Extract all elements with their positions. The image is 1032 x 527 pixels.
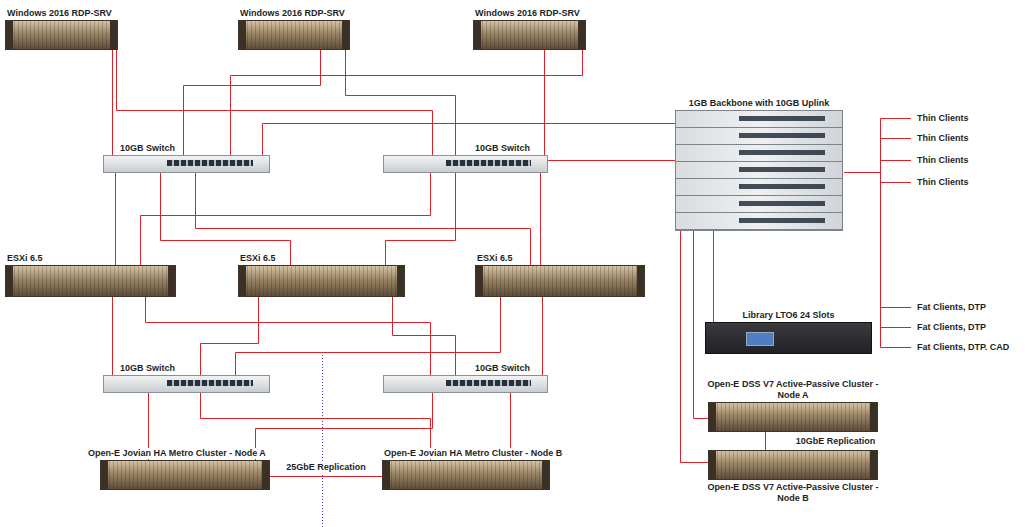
device-label: Windows 2016 RDP-SRV bbox=[6, 8, 113, 19]
client-label: Thin Clients bbox=[916, 177, 970, 188]
device-label: Open-E DSS V7 Active-Passive Cluster - N… bbox=[702, 379, 884, 401]
network-link bbox=[201, 297, 259, 375]
client-label: Thin Clients bbox=[916, 133, 970, 144]
rdp-server: Windows 2016 RDP-SRV bbox=[238, 20, 350, 50]
network-link bbox=[115, 173, 116, 265]
backbone-switch-stack: 1GB Backbone with 10GB Uplink bbox=[675, 110, 843, 231]
network-link bbox=[161, 173, 291, 265]
device-label: ESXi 6.5 bbox=[6, 253, 44, 264]
network-link bbox=[112, 50, 113, 155]
client-line bbox=[881, 118, 912, 119]
network-link bbox=[765, 432, 766, 450]
device-label: ESXi 6.5 bbox=[239, 253, 277, 264]
network-link bbox=[141, 173, 431, 265]
tape-library: Library LTO6 24 Slots bbox=[705, 322, 872, 354]
network-link bbox=[393, 297, 456, 375]
network-link bbox=[263, 124, 676, 156]
storage-node: Open-E Jovian HA Metro Cluster - Node A bbox=[100, 460, 270, 490]
network-link bbox=[548, 160, 675, 161]
device-label: Windows 2016 RDP-SRV bbox=[239, 8, 346, 19]
network-link bbox=[117, 50, 433, 155]
device-label: Open-E Jovian HA Metro Cluster - Node A bbox=[87, 448, 267, 459]
connectors bbox=[113, 50, 766, 477]
device-label: Library LTO6 24 Slots bbox=[741, 310, 835, 321]
device-label: 10GB Switch bbox=[119, 363, 176, 374]
network-link bbox=[713, 231, 714, 322]
link-label: 10GbE Replication bbox=[795, 436, 877, 447]
device-label: 1GB Backbone with 10GB Uplink bbox=[688, 98, 831, 109]
client-bus bbox=[880, 119, 881, 348]
network-link bbox=[236, 297, 501, 375]
client-label: Fat Clients, DTP bbox=[916, 322, 987, 333]
device-label: Open-E DSS V7 Active-Passive Cluster - N… bbox=[702, 482, 884, 504]
network-link bbox=[542, 297, 543, 375]
client-line bbox=[881, 327, 912, 328]
rdp-server: Windows 2016 RDP-SRV bbox=[5, 20, 118, 50]
client-line bbox=[844, 172, 881, 173]
client-line bbox=[881, 138, 912, 139]
storage-node: Open-E Jovian HA Metro Cluster - Node B bbox=[382, 460, 550, 490]
client-line bbox=[881, 160, 912, 161]
client-line bbox=[881, 182, 912, 183]
network-switch: 10GB Switch bbox=[383, 375, 548, 393]
client-label: Thin Clients bbox=[916, 155, 970, 166]
network-switch: 10GB Switch bbox=[103, 375, 270, 393]
client-lines bbox=[844, 119, 911, 348]
network-link bbox=[544, 50, 545, 155]
client-label: Fat Clients, DTP bbox=[916, 302, 987, 313]
device-label: 10GB Switch bbox=[119, 143, 176, 154]
network-link bbox=[346, 50, 456, 155]
device-label: Open-E Jovian HA Metro Cluster - Node B bbox=[383, 448, 563, 459]
link-label: 25GbE Replication bbox=[285, 462, 367, 473]
site-divider bbox=[322, 352, 323, 527]
network-switch: 10GB Switch bbox=[383, 155, 548, 173]
device-label: Windows 2016 RDP-SRV bbox=[474, 8, 581, 19]
esxi-host: ESXi 6.5 bbox=[475, 265, 645, 297]
client-label: Thin Clients bbox=[916, 113, 970, 124]
network-link bbox=[540, 173, 541, 265]
client-label: Fat Clients, DTP. CAD bbox=[916, 342, 1010, 353]
network-link bbox=[196, 173, 531, 265]
network-link bbox=[184, 50, 321, 155]
storage-node: Open-E DSS V7 Active-Passive Cluster - N… bbox=[708, 402, 878, 432]
esxi-host: ESXi 6.5 bbox=[5, 265, 176, 297]
network-link bbox=[112, 297, 113, 375]
rdp-server: Windows 2016 RDP-SRV bbox=[473, 20, 586, 50]
network-link bbox=[681, 231, 709, 463]
device-label: 10GB Switch bbox=[474, 363, 531, 374]
storage-node: Open-E DSS V7 Active-Passive Cluster - N… bbox=[708, 450, 878, 480]
network-link bbox=[270, 476, 382, 477]
esxi-host: ESXi 6.5 bbox=[238, 265, 405, 297]
network-link bbox=[231, 50, 583, 155]
client-line bbox=[881, 347, 912, 348]
client-line bbox=[881, 307, 912, 308]
network-switch: 10GB Switch bbox=[103, 155, 270, 173]
network-link bbox=[386, 173, 456, 265]
device-label: ESXi 6.5 bbox=[476, 253, 514, 264]
network-link bbox=[146, 297, 431, 375]
device-label: 10GB Switch bbox=[474, 143, 531, 154]
